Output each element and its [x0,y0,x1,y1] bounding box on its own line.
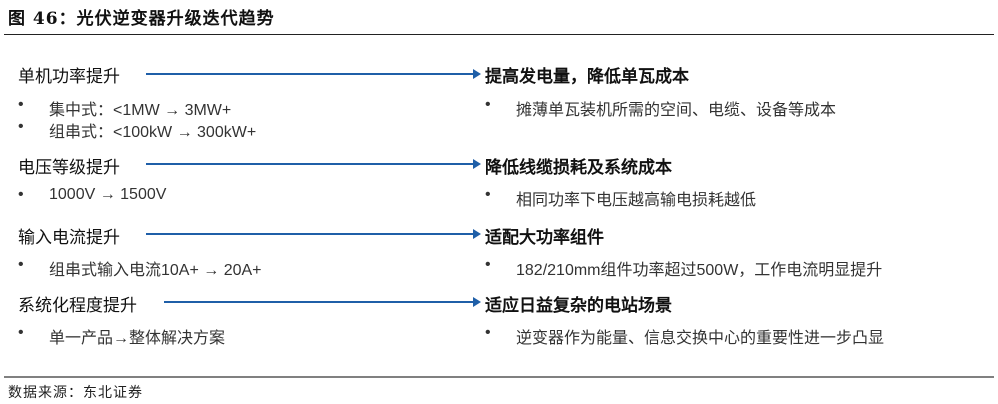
source-note: 数据来源：东北证券 [8,385,143,401]
driver-heading: 单机功率提升 [18,67,120,86]
arrow-icon [146,69,481,79]
bullet-icon: • [18,186,24,203]
outcome-heading: 适应日益复杂的电站场景 [485,296,672,315]
outcome-heading: 适配大功率组件 [485,228,604,247]
driver-heading: 电压等级提升 [18,158,120,177]
outcome-heading: 提高发电量，降低单瓦成本 [485,67,689,86]
outcome-heading: 降低线缆损耗及系统成本 [485,158,672,177]
driver-heading: 系统化程度提升 [18,296,137,315]
source-divider [4,376,994,378]
bullet-icon: • [18,96,24,113]
arrow-icon [146,229,481,239]
arrow-icon [146,159,481,169]
bullet-icon: • [485,186,491,203]
bullet-icon: • [485,256,491,273]
bullet-icon: • [485,324,491,341]
figure-title: 图 46：光伏逆变器升级迭代趋势 [8,9,275,29]
title-divider [4,34,994,35]
driver-heading: 输入电流提升 [18,228,120,247]
bullet-icon: • [18,256,24,273]
bullet-icon: • [18,324,24,341]
bullet-icon: • [18,118,24,135]
arrow-icon [164,297,481,307]
bullet-icon: • [485,96,491,113]
